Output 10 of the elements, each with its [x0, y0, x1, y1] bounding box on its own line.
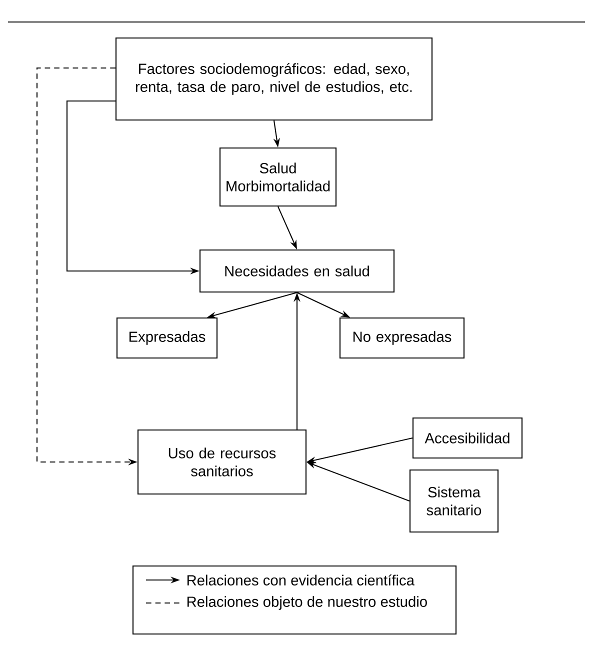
process-box: Accesibilidad	[412, 417, 523, 459]
process-box: No expresadas	[339, 317, 465, 359]
process-box: Salud Morbimortalidad	[219, 147, 337, 207]
process-box: Sistema sanitario	[409, 469, 499, 533]
process-box: Necesidades en salud	[199, 249, 395, 293]
legend-text: Relaciones con evidencia científica	[187, 574, 414, 586]
legend-text: Relaciones objeto de nuestro estudio	[187, 596, 427, 610]
process-box: Factores sociodemográficos: edad, sexo, renta, tasa de paro, nivel de estudios, etc.	[115, 37, 433, 121]
process-box: Expresadas	[116, 317, 218, 359]
process-box: Uso de recursos sanitarios	[137, 429, 307, 495]
